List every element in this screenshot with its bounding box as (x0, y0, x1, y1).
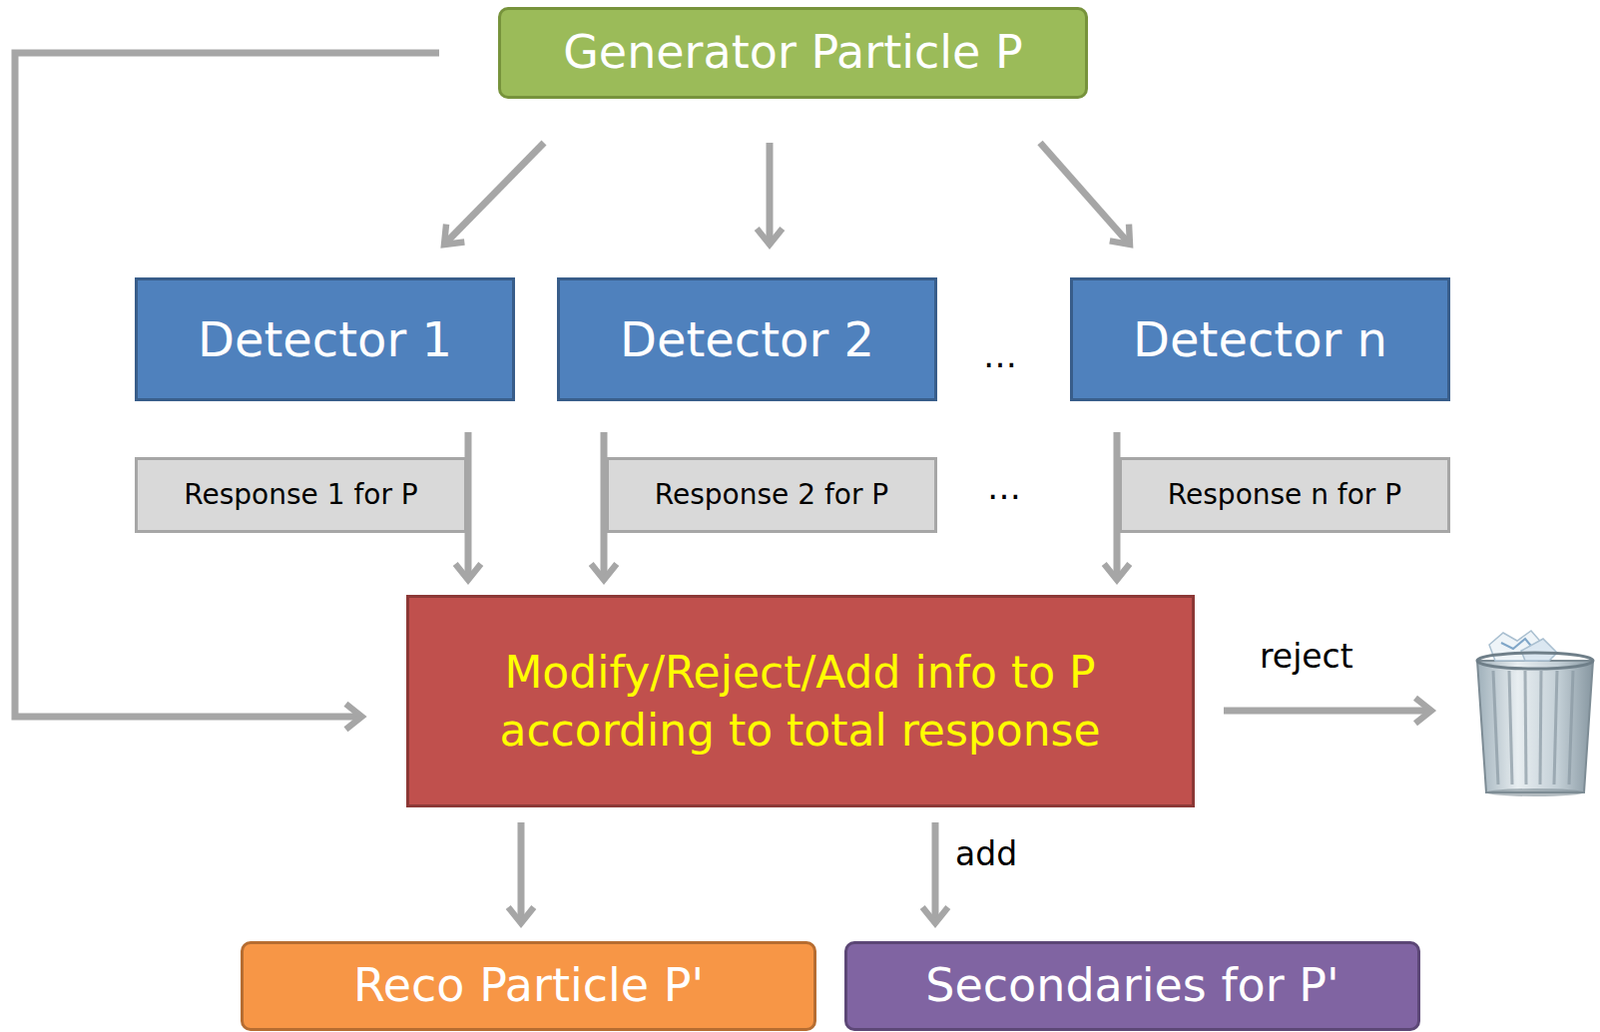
process-box: Modify/Reject/Add info to P according to… (406, 594, 1195, 808)
node-text: Detector 1 (197, 308, 453, 371)
response-box: Response 1 for P (134, 457, 468, 534)
detector-box: Detector 2 (556, 277, 938, 402)
edge-label: add (955, 834, 1018, 875)
flow-label: reject (1259, 636, 1354, 677)
flow-arrow (766, 142, 774, 245)
output-box: Secondaries for P' (844, 941, 1421, 1032)
reject-arrow (1223, 707, 1432, 715)
detector-box: Detector 1 (134, 277, 516, 402)
trash-can (1477, 630, 1594, 797)
node-text: Generator Particle P (562, 22, 1024, 83)
ellipsis-mark: … (983, 335, 1018, 377)
flow-arrow (1040, 142, 1130, 245)
generator-box: Generator Particle P (498, 6, 1088, 99)
output-box: Reco Particle P' (240, 941, 817, 1032)
node-text: Secondaries for P' (925, 956, 1339, 1017)
ellipsis-mark: … (987, 467, 1022, 509)
flow-arrow (518, 822, 526, 924)
response-box: Response 2 for P (605, 457, 938, 534)
node-text: Response 1 for P (183, 477, 418, 514)
node-text: Detector n (1132, 308, 1388, 371)
node-text: Modify/Reject/Add info to P according to… (431, 643, 1170, 758)
flow-arrow (444, 142, 544, 245)
response-box: Response n for P (1118, 457, 1451, 534)
node-text: Response n for P (1167, 477, 1402, 514)
detector-box: Detector n (1069, 277, 1451, 402)
node-text: Detector 2 (619, 308, 875, 371)
flow-arrow (932, 822, 940, 924)
node-text: Response 2 for P (654, 477, 889, 514)
node-text: Reco Particle P' (353, 956, 704, 1017)
